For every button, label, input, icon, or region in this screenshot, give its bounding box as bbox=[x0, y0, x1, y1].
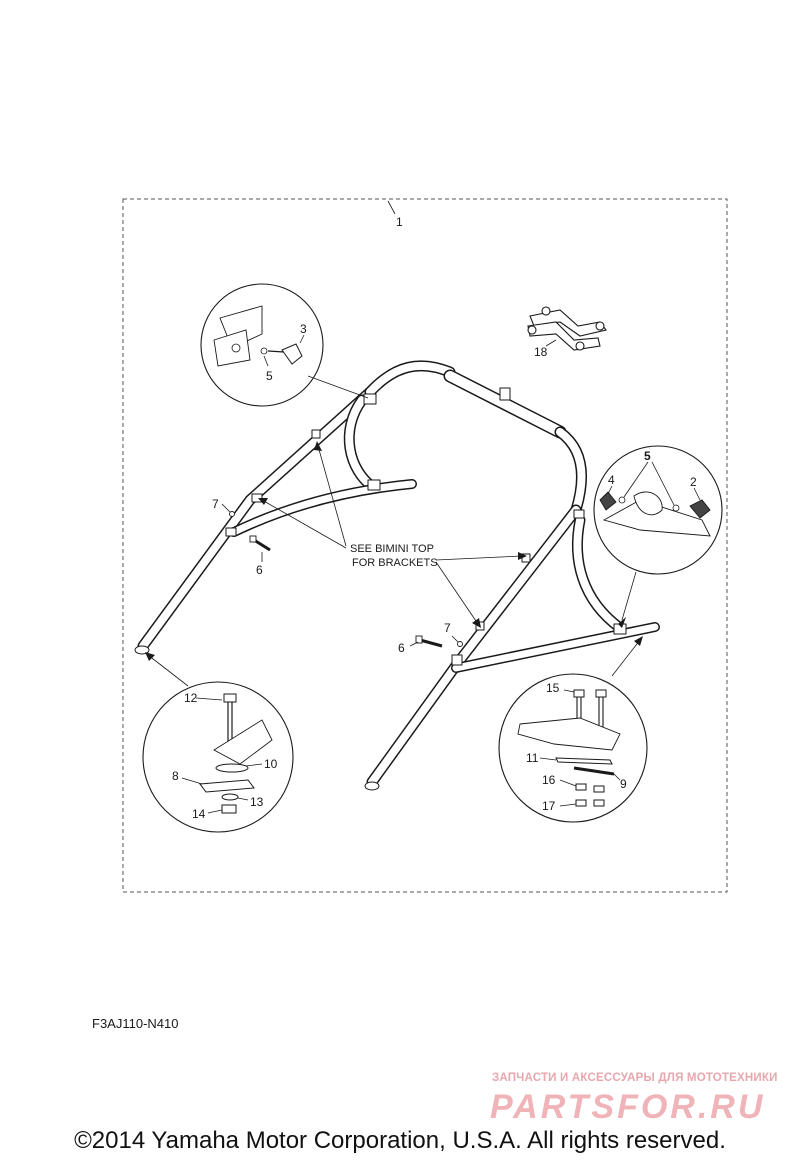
assembly-boundary bbox=[122, 198, 728, 893]
callout-8: 8 bbox=[172, 769, 179, 783]
callout-5-left: 5 bbox=[266, 369, 273, 383]
callout-17: 17 bbox=[542, 799, 556, 813]
callout-6-right: 6 bbox=[398, 641, 405, 655]
callout-6-left: 6 bbox=[256, 563, 263, 577]
callout-16: 16 bbox=[542, 773, 556, 787]
diagram-code: F3AJ110-N410 bbox=[92, 1016, 179, 1031]
detail-circle-bottom-right: 15 11 9 16 17 bbox=[498, 636, 648, 823]
note-line-2: FOR BRACKETS bbox=[352, 557, 438, 569]
copyright-notice: ©2014 Yamaha Motor Corporation, U.S.A. A… bbox=[74, 1127, 726, 1154]
callout-10: 10 bbox=[264, 757, 278, 771]
callout-2: 2 bbox=[690, 475, 697, 489]
screws-right: 7 6 bbox=[398, 621, 463, 655]
callout-9: 9 bbox=[620, 777, 627, 791]
callout-4: 4 bbox=[608, 473, 615, 487]
bracket-18 bbox=[527, 306, 607, 351]
detail-circle-right: 4 5 2 bbox=[593, 445, 723, 628]
watermark-logo: PARTSFOR.RU bbox=[490, 1088, 766, 1126]
callout-7-right: 7 bbox=[444, 621, 451, 635]
callout-14: 14 bbox=[192, 807, 206, 821]
detail-circle-top-left: 3 5 bbox=[200, 283, 369, 407]
callout-7-left: 7 bbox=[212, 497, 219, 511]
callout-13: 13 bbox=[250, 795, 264, 809]
tower-frame bbox=[134, 360, 660, 791]
bimini-note: SEE BIMINI TOP FOR BRACKETS bbox=[258, 441, 527, 628]
detail-circle-bottom-left: 12 10 8 13 14 bbox=[142, 652, 294, 833]
callout-1: 1 bbox=[396, 215, 403, 229]
callout-3: 3 bbox=[300, 322, 307, 336]
callout-5-right: 5 bbox=[644, 449, 651, 463]
callout-12: 12 bbox=[184, 691, 198, 705]
screws-left: 7 6 bbox=[212, 497, 271, 577]
note-line-1: SEE BIMINI TOP bbox=[350, 543, 434, 555]
callout-18: 18 bbox=[534, 345, 548, 359]
callout-15: 15 bbox=[546, 681, 560, 695]
watermark-tagline: ЗАПЧАСТИ И АКСЕССУАРЫ ДЛЯ МОТОТЕХНИКИ bbox=[492, 1072, 778, 1084]
callout-11: 11 bbox=[526, 751, 539, 765]
